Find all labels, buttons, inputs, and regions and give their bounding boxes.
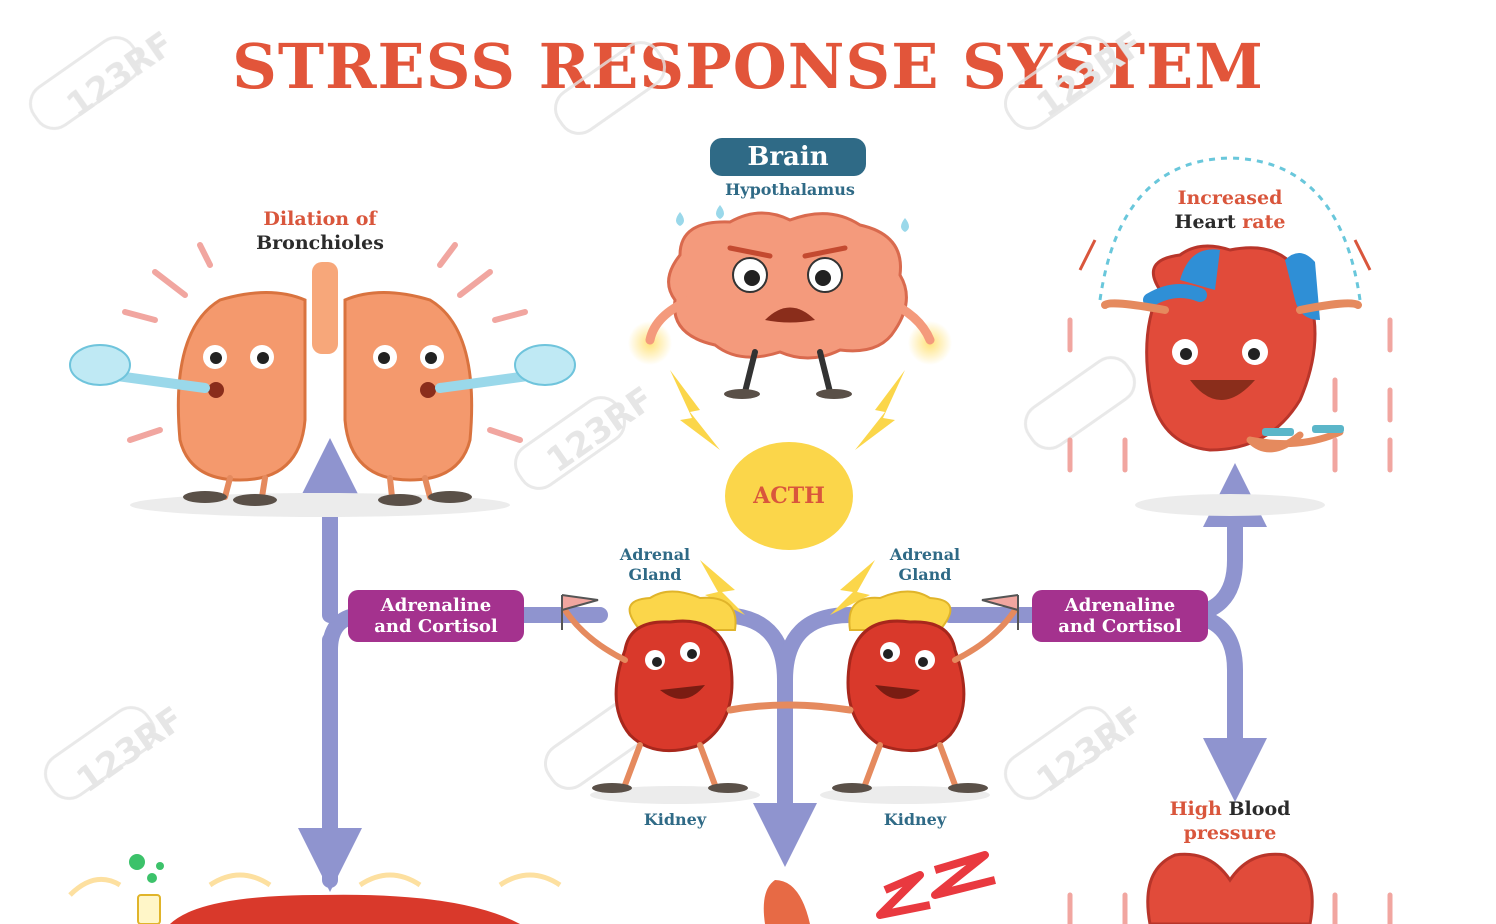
adrenal-left-line2: Gland (595, 565, 715, 585)
liver-partial-illustration (70, 854, 560, 924)
hormone-right-label: Adrenaline and Cortisol (1032, 590, 1208, 642)
hormone-left-label: Adrenaline and Cortisol (348, 590, 524, 642)
bronchioles-label-line2: Bronchioles (220, 232, 420, 256)
bronchioles-label: Dilation of Bronchioles (220, 208, 420, 256)
heart-rate-label-line1: Increased (1130, 187, 1330, 211)
hypothalamus-label: Hypothalamus (690, 180, 890, 200)
kidney-left-label: Kidney (615, 810, 735, 830)
blood-pressure-blood: Blood (1222, 798, 1291, 820)
kidney-left-illustration (562, 592, 760, 805)
heart-rate-label: Increased Heart rate (1130, 187, 1330, 235)
hormone-right-line1: Adrenaline (1040, 596, 1200, 617)
adrenal-gland-left-label: Adrenal Gland (595, 545, 715, 585)
bronchioles-label-line1: Dilation of (220, 208, 420, 232)
hormone-left-line1: Adrenaline (356, 596, 516, 617)
intestine-partial-illustration (764, 855, 995, 924)
heart-rate-label-rate: rate (1236, 211, 1286, 233)
hormone-right-line2: and Cortisol (1040, 617, 1200, 638)
blood-pressure-line2: pressure (1130, 822, 1330, 846)
vessel-partial-illustration (1070, 854, 1390, 924)
blood-pressure-high: High (1170, 798, 1222, 820)
heart-rate-label-heart: Heart (1175, 211, 1236, 233)
kidney-right-illustration (730, 592, 1018, 805)
adrenal-right-line1: Adrenal (865, 545, 985, 565)
adrenal-right-line2: Gland (865, 565, 985, 585)
adrenal-gland-right-label: Adrenal Gland (865, 545, 985, 585)
acth-label: ACTH (725, 442, 853, 550)
hormone-left-line2: and Cortisol (356, 617, 516, 638)
brain-label: Brain (710, 138, 866, 176)
kidney-right-label: Kidney (855, 810, 975, 830)
blood-pressure-label: High Blood pressure (1130, 798, 1330, 846)
adrenal-left-line1: Adrenal (595, 545, 715, 565)
